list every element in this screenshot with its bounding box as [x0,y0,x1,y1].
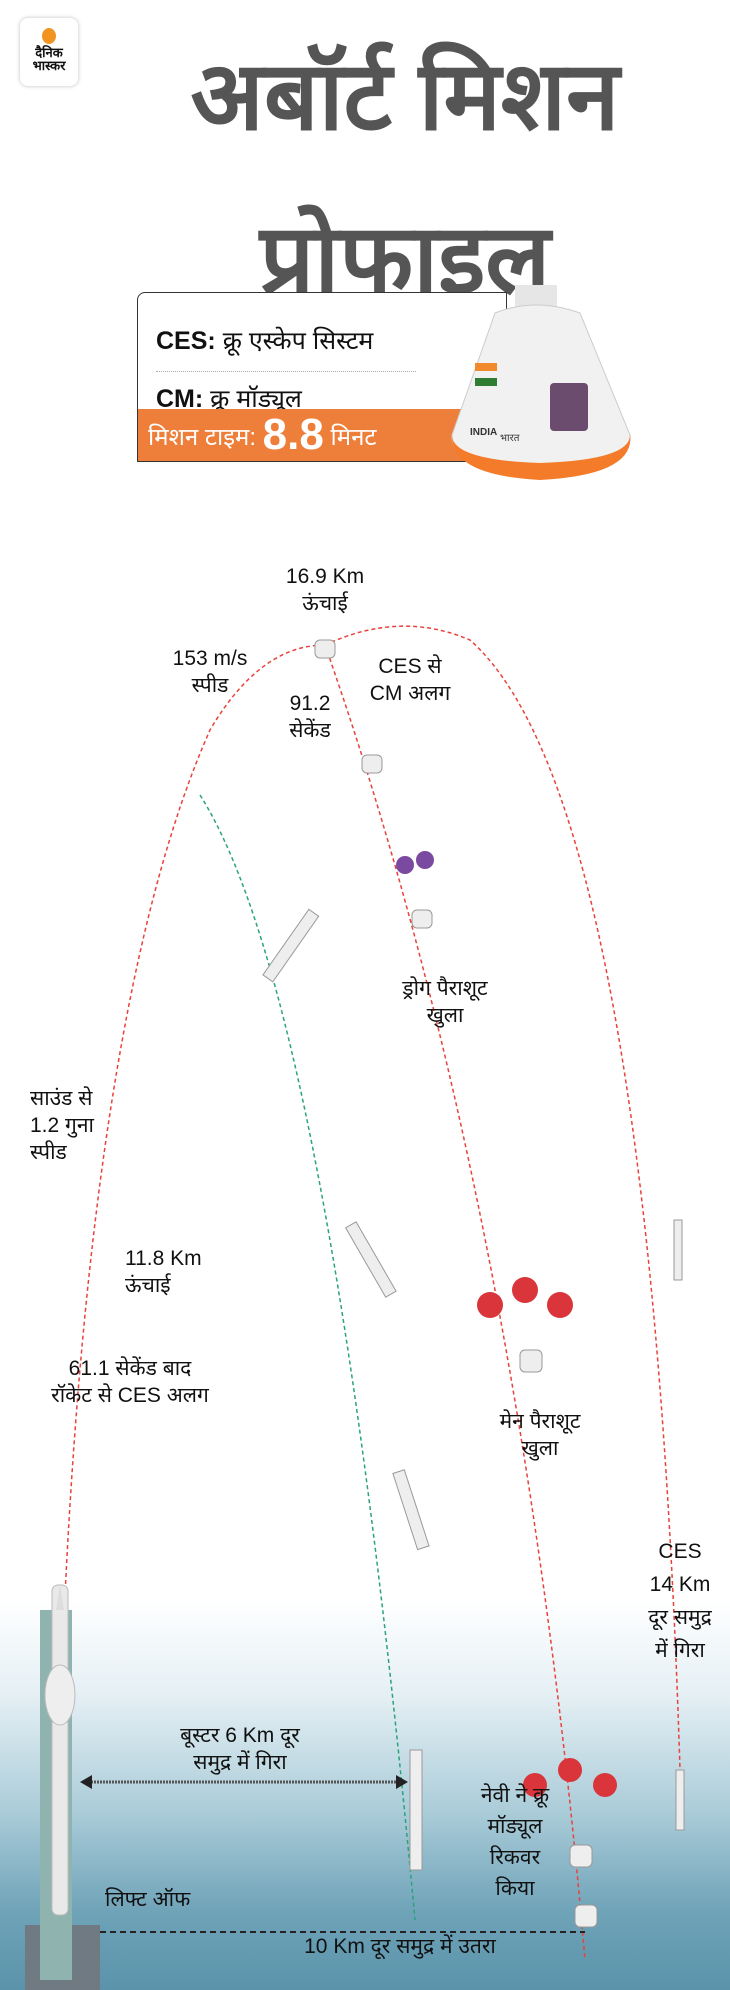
rocket-icon [25,1584,100,1990]
ces-path [324,625,681,1771]
mission-time-band: मिशन टाइम: 8.8 मिनट [138,409,506,461]
label-ces-cm-separation: CES सेCM अलग [369,655,451,705]
divider [156,371,416,372]
main-parachute-icon [477,1277,573,1318]
logo-sun-icon [42,28,56,44]
capsule-india-text: INDIA [470,427,497,438]
dainik-bhaskar-logo[interactable]: दैनिक भास्कर [20,18,78,86]
launch-ascent-path [62,644,326,1641]
capsule-landing-icon [569,1844,593,1868]
booster-falling-2 [344,1221,397,1298]
capsule-separated-icon [361,754,383,774]
capsule-bharat-text: भारत [500,433,520,444]
label-splashdown: 10 Km दूर समुद्र में उतरा [304,1935,496,1958]
logo-line1: दैनिक [35,45,63,60]
label-sound-speed: साउंड से1.2 गुनास्पीड [30,1087,94,1164]
booster-falling-3 [392,1469,430,1551]
crew-module-image: INDIA भारत [451,285,631,480]
logo-line2: भास्कर [32,58,66,73]
landing-parachute-icon [523,1758,617,1797]
legend-ces: CES: क्रू एस्केप सिस्टम [156,327,374,355]
page-title-line1: अबॉर्ट मिशन [190,43,620,150]
capsule-drogue-icon [411,909,433,929]
booster-path [199,794,416,1921]
capsule-main-icon [519,1349,543,1373]
ces-falling [673,1219,683,1281]
legend-box: CES: क्रू एस्केप सिस्टम CM: क्रू मॉड्यूल… [137,292,507,462]
crew-module-descent-path [324,644,586,1961]
ces-in-sea [675,1769,685,1831]
legend-cm: CM: क्रू मॉड्यूल [156,385,302,413]
capsule-sea-icon [574,1904,598,1928]
label-liftoff: लिफ्ट ऑफ [105,1888,191,1911]
booster-falling-1 [262,908,320,983]
drogue-parachute-icon [396,851,434,874]
capsule-peak-icon [314,639,336,659]
booster-in-sea [409,1749,423,1871]
